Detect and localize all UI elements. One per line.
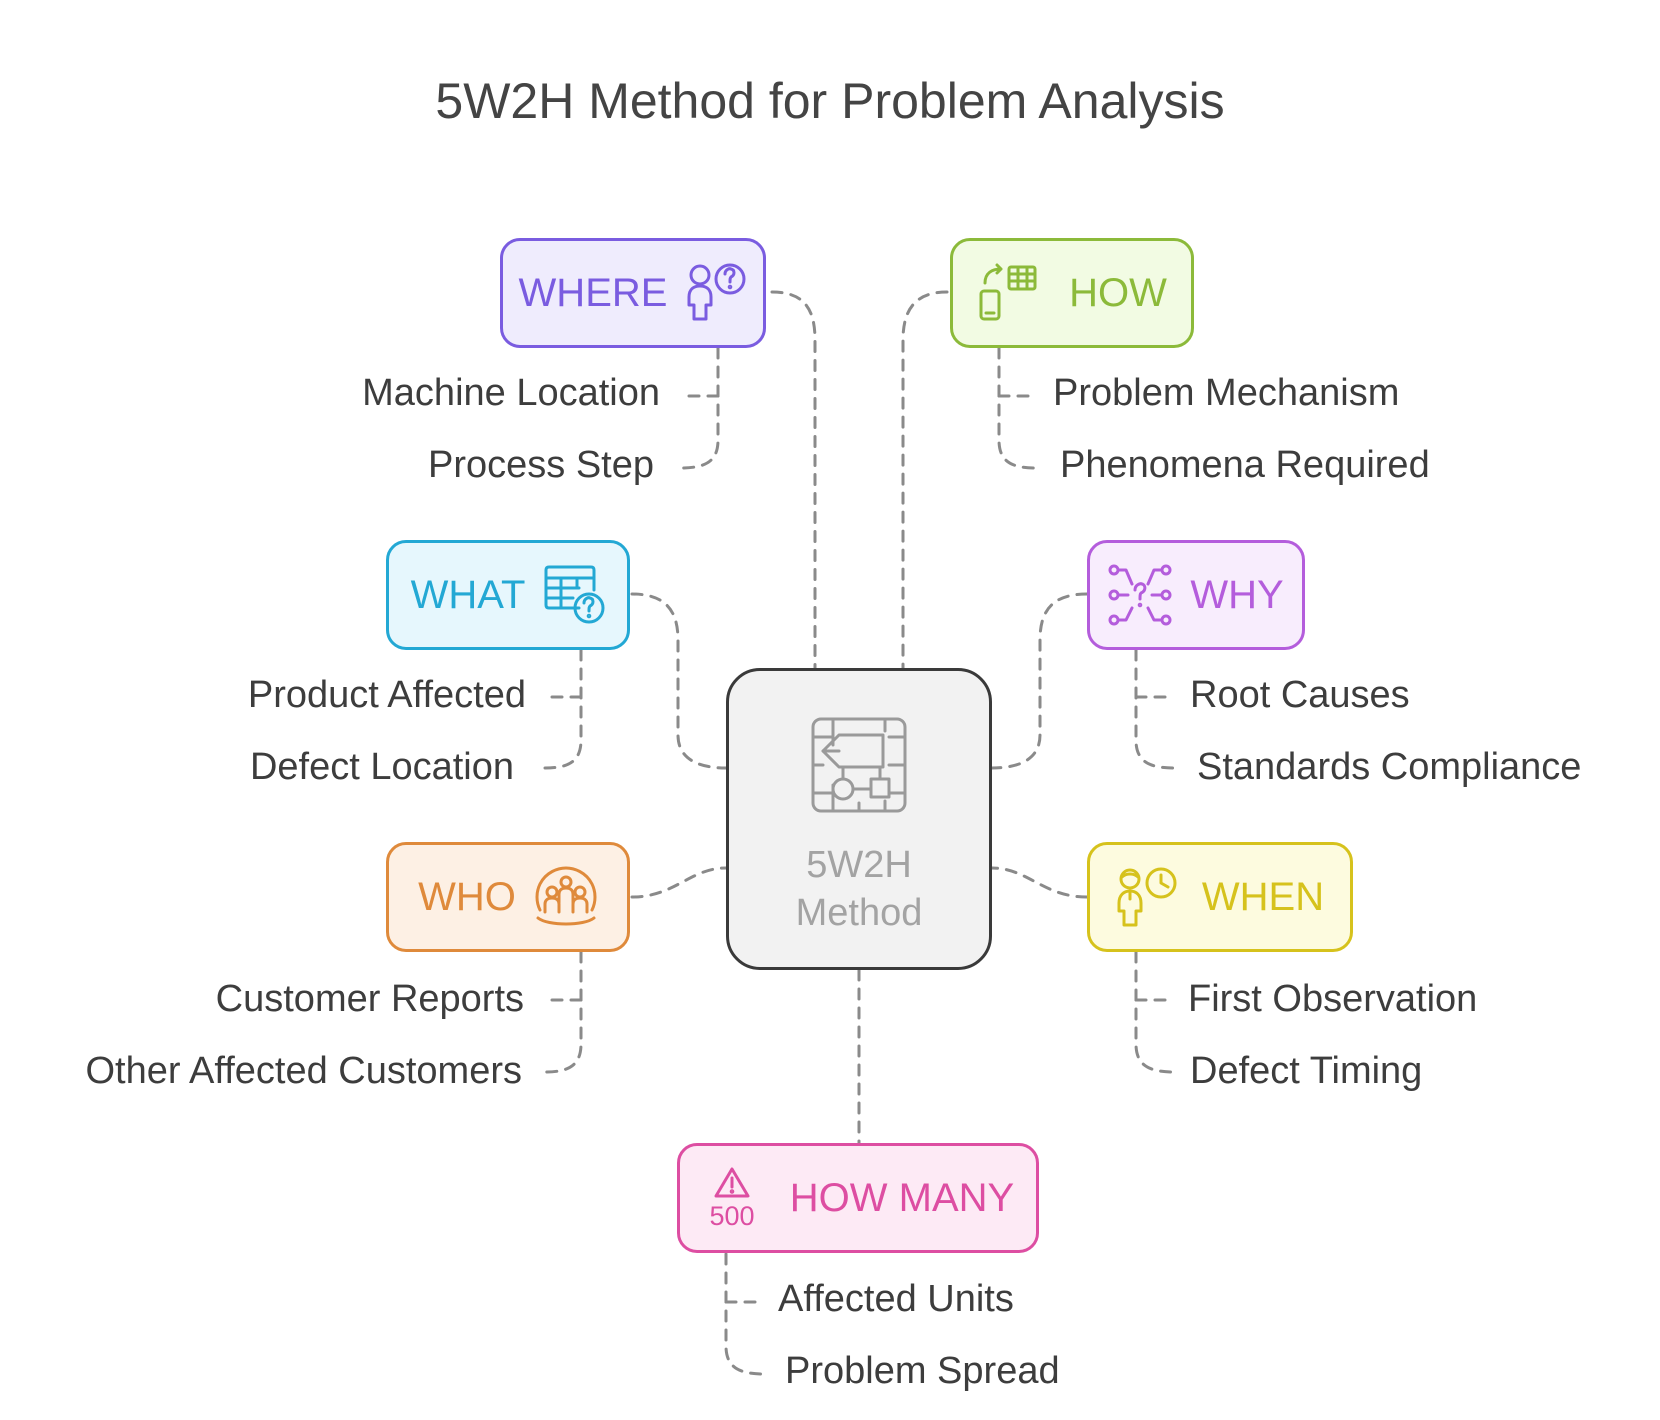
why-item-2: Standards Compliance [1197,746,1582,788]
connector-where [770,290,817,670]
person-clock-icon [1117,867,1177,927]
how-many-label: HOW MANY [789,1175,1015,1220]
what-label: WHAT [410,572,526,617]
connector-how [901,290,949,670]
warning-500-icon: 500 [709,1167,754,1230]
connector-where-items [678,346,720,470]
what-box[interactable]: WHAT [386,540,630,650]
group-people-icon [535,866,597,926]
connector-who [630,866,728,899]
what-item-2: Defect Location [249,746,514,788]
connector-what [630,592,728,770]
when-item-2: Defect Timing [1190,1050,1423,1092]
center-line-1: 5W2H [806,844,912,886]
connector-who-items [543,950,583,1074]
connector-what-items [543,648,583,770]
why-box[interactable]: WHY [1087,540,1305,650]
connector-when [990,866,1089,899]
where-label: WHERE [518,270,668,315]
how-label: HOW [1069,270,1167,315]
who-label: WHO [418,874,516,919]
where-item-2: Process Step [428,444,654,486]
center-method-box[interactable]: 5W2H Method [726,668,992,970]
how-many-icon-text: 500 [709,1201,754,1230]
page-title: 5W2H Method for Problem Analysis [435,73,1225,129]
how-box[interactable]: HOW [950,238,1194,348]
connector-why-items [1134,648,1176,770]
connector-how-many-items [724,1252,766,1376]
how-item-2: Phenomena Required [1060,444,1430,486]
table-question-icon [544,565,605,624]
when-item-1: First Observation [1188,978,1478,1020]
center-line-2: Method [795,892,923,934]
connector-when-items [1134,950,1176,1074]
when-box[interactable]: WHEN [1087,842,1353,952]
what-item-1: Product Affected [247,674,526,716]
connector-why [990,592,1089,770]
network-question-icon [1108,564,1172,626]
where-box[interactable]: WHERE [500,238,766,348]
who-box[interactable]: WHO [386,842,630,952]
who-item-2: Other Affected Customers [85,1050,523,1092]
connector-how-items [997,346,1038,470]
when-label: WHEN [1201,874,1325,919]
how-many-item-2: Problem Spread [785,1350,1060,1392]
flowchart-icon [811,717,907,813]
why-item-1: Root Causes [1190,674,1410,716]
how-many-box[interactable]: 500 HOW MANY [677,1143,1039,1253]
how-item-1: Problem Mechanism [1053,372,1400,414]
where-item-1: Machine Location [362,372,660,414]
how-many-item-1: Affected Units [778,1278,1014,1320]
device-table-transfer-icon [979,263,1037,321]
why-label: WHY [1190,572,1284,617]
person-question-icon [687,263,746,321]
who-item-1: Customer Reports [215,978,524,1020]
